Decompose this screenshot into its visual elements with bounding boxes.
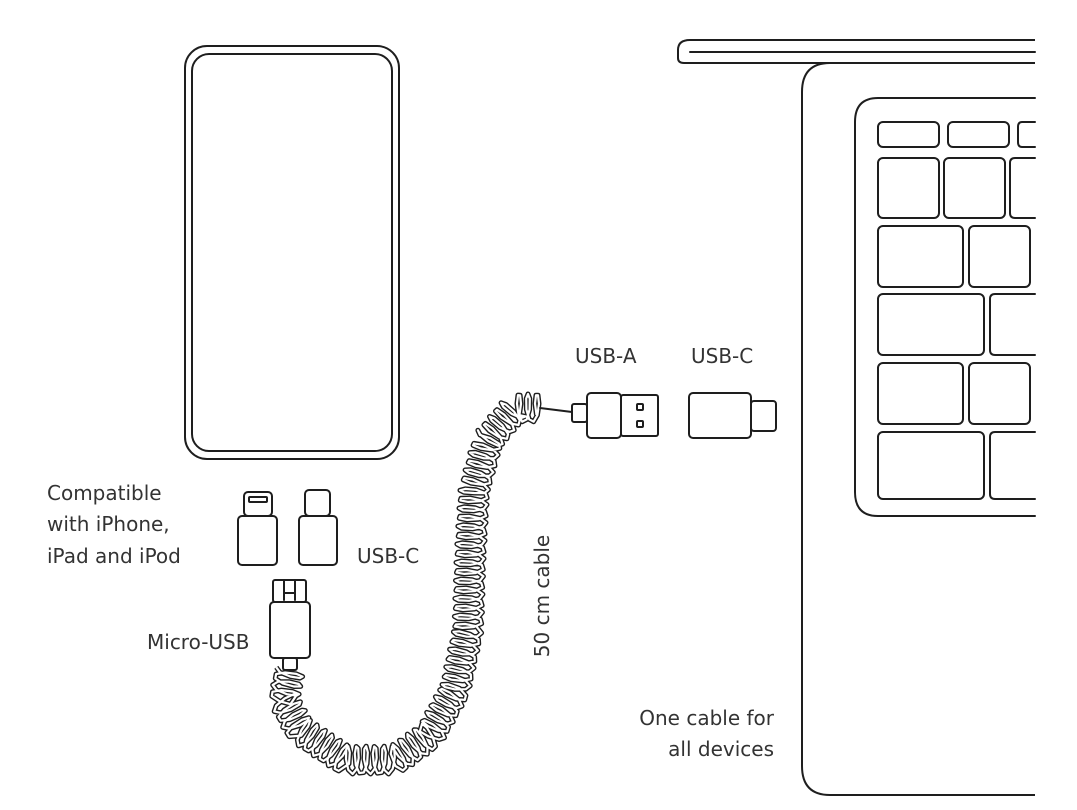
smartphone-illustration bbox=[184, 45, 400, 460]
coil-inner bbox=[270, 392, 541, 776]
usb-c-top-label: USB-C bbox=[691, 344, 753, 368]
usb-c-adapter-label: USB-C bbox=[357, 544, 419, 568]
cable-length-label: 50 cm cable bbox=[530, 535, 554, 657]
usb-a-connector bbox=[539, 392, 659, 439]
compatible-label-line3: iPad and iPod bbox=[47, 544, 181, 568]
tagline-line1: One cable for bbox=[639, 706, 775, 730]
compatible-label-line2: with iPhone, bbox=[47, 512, 170, 536]
usb-c-adapter-bottom bbox=[298, 489, 338, 566]
lightning-adapter bbox=[237, 491, 278, 566]
micro-usb-label: Micro-USB bbox=[147, 630, 249, 654]
laptop-keyboard bbox=[877, 121, 1036, 500]
coiled-cable bbox=[269, 391, 542, 777]
compatible-label-line1: Compatible bbox=[47, 481, 162, 505]
micro-usb-connector bbox=[269, 579, 311, 671]
tagline-line2: all devices bbox=[668, 737, 774, 761]
laptop-illustration bbox=[677, 39, 1036, 796]
usb-c-adapter-top bbox=[688, 392, 777, 439]
usb-a-label: USB-A bbox=[575, 344, 637, 368]
